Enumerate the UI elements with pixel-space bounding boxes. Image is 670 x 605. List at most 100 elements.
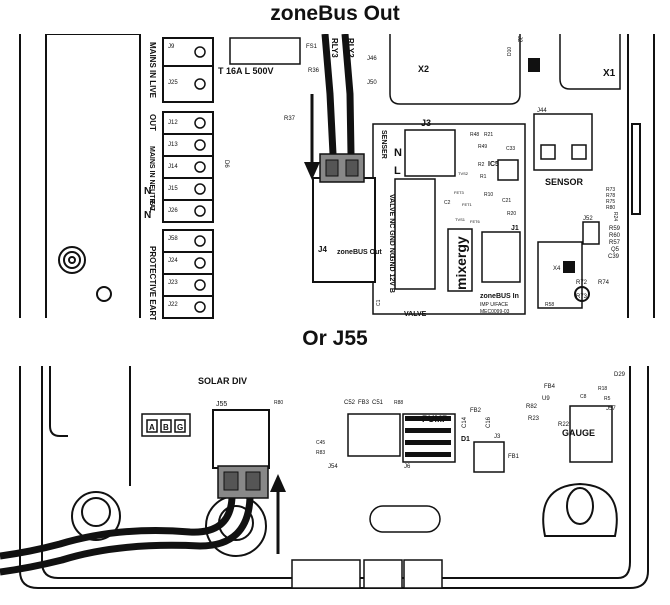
label-j3: J3 [421,118,431,128]
label-r82: R82 [526,404,538,410]
label-g: G [177,423,183,432]
label-j14: J14 [168,164,178,170]
label-r21: R21 [484,132,493,138]
label-j26: J26 [168,208,178,214]
label-d6: D6 [223,160,229,168]
label-d10: D10 [507,47,513,56]
label-c52: C52 [344,400,356,406]
x4-component [563,261,575,273]
insert-arrow-down [304,94,320,180]
zonebus-out-connector [312,177,376,283]
sensor-pin-a [540,144,556,160]
label-r57: R57 [609,240,621,246]
label-c1: C1 [376,299,382,306]
label-valve-nc: VALVE NC GND NO [388,194,395,259]
label-n-1: N [144,186,151,197]
label-r83: R83 [316,450,325,456]
bottom-board-diagram: SOLAR DIV J55 A B G R80 C52 FB3 C51 R88 … [0,366,649,589]
abg-terminal [141,413,191,437]
label-sense-in: SENSER [380,130,387,159]
enclosure-left-wall [19,34,141,318]
label-c33: C33 [506,146,515,152]
label-x1: X1 [603,68,616,79]
label-fs1: FS1 [306,44,318,50]
label-a: A [149,423,155,432]
label-fet1: FET1 [462,202,473,207]
label-j12: J12 [168,120,178,126]
label-imp-uface: IMP U/FACE [480,302,509,308]
label-r36: R36 [308,68,320,74]
label-out: OUT [148,114,157,131]
heading-zonebus-out: zoneBus Out [270,2,400,25]
label-c21: C21 [502,198,511,204]
valve-terminal [394,178,436,290]
label-j22: J22 [168,302,178,308]
screw-post-right [542,482,618,537]
label-c51: C51 [372,400,384,406]
label-j58: J58 [168,236,178,242]
label-j2: J2 [516,36,522,43]
label-j3-bottom: J3 [494,434,501,440]
label-tvs2: TVS2 [458,171,469,176]
fuse-body [229,37,301,65]
sensor-connector [533,113,593,171]
label-j1: J1 [511,225,519,232]
label-r58: R58 [545,302,554,308]
label-pump: PUMP [422,414,448,424]
label-j52: J52 [583,216,593,222]
label-r88: R88 [394,400,403,406]
label-j13: J13 [168,142,178,148]
label-x4: X4 [553,266,561,272]
zonebus-plug-pin-a [325,159,339,177]
label-r74: R74 [598,280,610,286]
label-protective-earth: PROTECTIVE EARTH [148,246,157,320]
label-r80: R80 [274,400,283,406]
bottom-tabs [291,559,443,589]
label-r75: R75 [606,199,615,205]
connector-box-right [537,241,583,309]
label-c14: C14 [462,416,468,428]
label-c8: C8 [580,394,587,400]
label-j46: J46 [367,56,377,62]
screw-post-left [71,491,121,541]
label-solar: SOLAR DIV [198,376,247,386]
terminal-screws [194,46,206,313]
label-n-letter: N [394,147,402,159]
solar-cable [0,497,254,576]
label-b: B [163,423,169,432]
label-r24: R24 [612,212,618,221]
label-zonebus-in: zoneBUS In [480,293,519,300]
label-j15: J15 [168,186,178,192]
label-ic5: IC5 [488,161,499,168]
label-r78: R78 [606,193,615,199]
pump-bars [405,416,451,457]
label-r73b: R73 [576,294,588,300]
zonebus-cable [321,34,355,155]
label-mec-code: MEC0099-03 [480,309,510,315]
label-d1: D1 [461,436,470,443]
label-mains-in-neutral: MAINS IN NEUTRAL [148,146,155,214]
label-fuse-rating: T 16A L 500V [218,66,274,76]
label-c16: C16 [486,416,492,428]
label-r60: R60 [609,233,621,239]
enclosure-right-wall [627,34,655,318]
enclosure-outline [19,366,649,589]
label-fet3: FET3 [454,190,465,195]
label-c45: C45 [316,440,325,446]
label-fb1: FB1 [508,454,520,460]
label-j23: J23 [168,280,178,286]
label-j9: J9 [168,44,175,50]
x1-module [559,34,621,90]
heading-or-j55: Or J55 [302,327,368,350]
label-e7: E-7 [148,200,155,211]
label-n-2: N [144,210,151,221]
zonebus-plug-pin-b [345,159,359,177]
j52-connector [582,221,600,245]
label-sensor: SENSOR [545,177,584,187]
label-j57: J57 [606,406,616,412]
label-r2: R2 [478,162,485,168]
label-q5: Q5 [611,247,620,253]
label-valve: VALVE [404,311,427,318]
label-r22: R22 [558,422,570,428]
label-d29: D29 [614,372,626,378]
